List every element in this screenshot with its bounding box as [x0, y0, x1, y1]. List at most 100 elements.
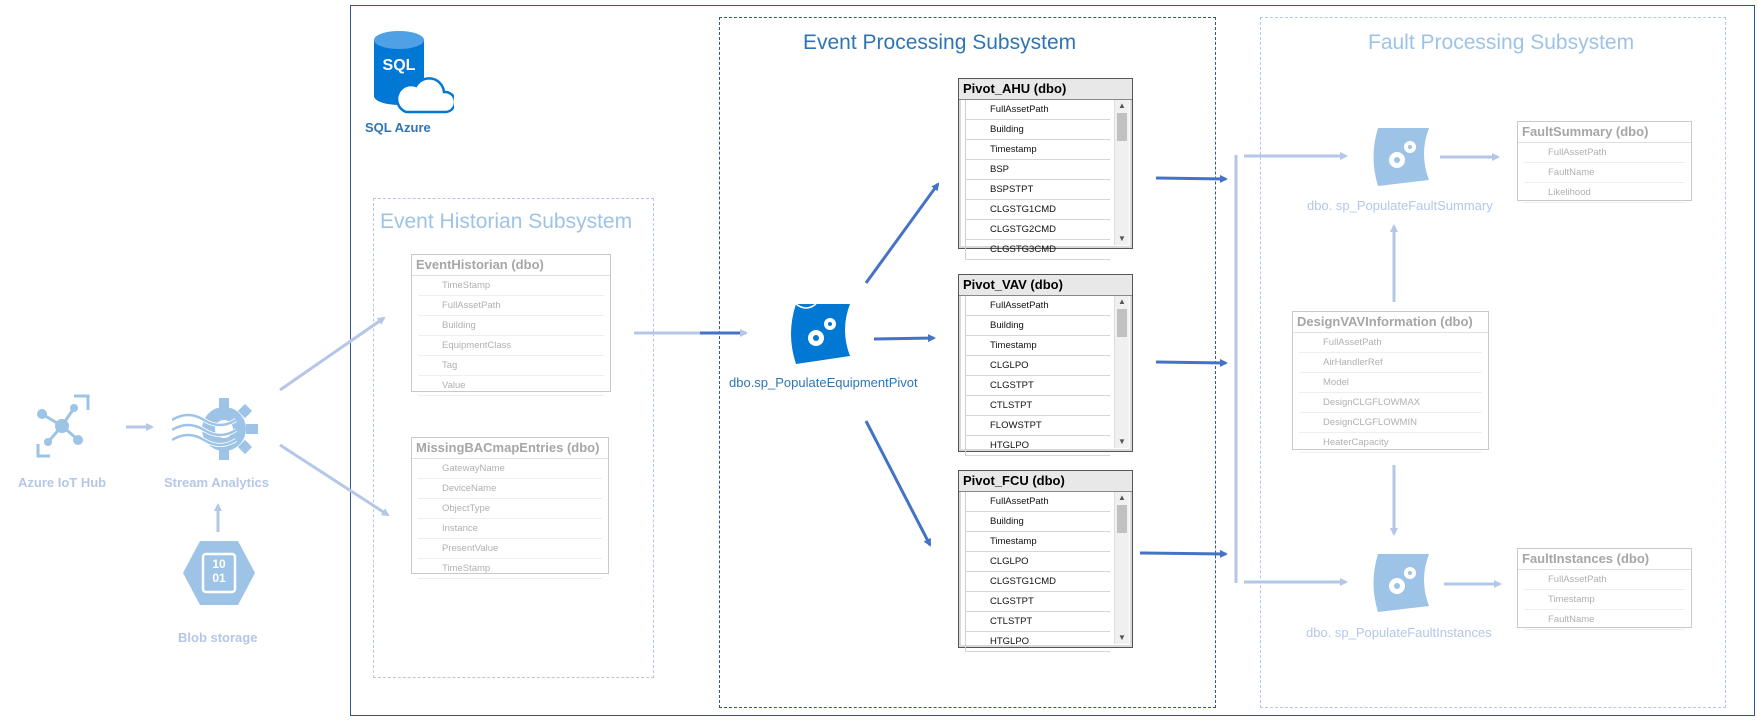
arrow-pivot-to-fcu: [864, 420, 932, 547]
table-column-row: Tag: [418, 356, 604, 376]
table-title: FaultInstances (dbo): [1518, 549, 1691, 570]
arrow-fcu-to-bus: [1139, 549, 1228, 558]
table-column-row: PresentValue: [418, 539, 602, 559]
table-column-row: FullAssetPath: [966, 492, 1110, 512]
table-column-row: FaultName: [1524, 163, 1685, 183]
table-column-row: Building: [966, 316, 1110, 336]
table-column-row: Building: [966, 120, 1110, 140]
arrow-ahu-to-bus: [1155, 174, 1228, 183]
blob-icon-text-1: 10: [212, 557, 226, 571]
table-column-row: FullAssetPath: [418, 296, 604, 316]
arrow-stream-to-missing: [279, 443, 390, 517]
blob-icon-text-2: 01: [212, 571, 226, 585]
table-column-row: CLGLPO: [966, 356, 1110, 376]
table-column-row: AirHandlerRef: [1299, 353, 1482, 373]
table-column-row: Value: [418, 376, 604, 396]
table-column-row: BSPSTPT: [966, 180, 1110, 200]
table-column-row: CLGSTG2CMD: [966, 220, 1110, 240]
stored-procedure-icon: [786, 300, 856, 368]
table-column-row: ObjectType: [418, 499, 602, 519]
scroll-down-icon[interactable]: ▼: [1118, 633, 1126, 642]
blob-storage-icon: 10 01: [182, 540, 256, 606]
arrow-stream-to-historian: [279, 316, 386, 392]
table-title: Pivot_AHU (dbo): [959, 79, 1132, 100]
arrow-vav-to-bus: [1155, 358, 1228, 367]
table-column-row: DeviceName: [418, 479, 602, 499]
table-column-row: HTGLPO: [966, 436, 1110, 456]
table-column-row: Building: [966, 512, 1110, 532]
table-column-row: FaultName: [1524, 610, 1685, 630]
table-column-row: FullAssetPath: [966, 100, 1110, 120]
fault-processing-title: Fault Processing Subsystem: [1368, 31, 1635, 54]
table-column-row: Instance: [418, 519, 602, 539]
table-column-row: FullAssetPath: [1524, 570, 1685, 590]
stored-procedure-icon: [1369, 124, 1433, 190]
table-scrollbar[interactable]: ▲▼: [1114, 492, 1129, 644]
table-column-row: FullAssetPath: [1299, 333, 1482, 353]
table-column-row: FLOWSTPT: [966, 416, 1110, 436]
table-title: MissingBACmapEntries (dbo): [412, 438, 608, 459]
table-title: EventHistorian (dbo): [412, 255, 610, 276]
table-column-row: CLGSTPT: [966, 592, 1110, 612]
table-column-row: TimeStamp: [418, 559, 602, 579]
table-title: DesignVAVInformation (dbo): [1293, 312, 1488, 333]
stored-procedure-icon: [1369, 550, 1433, 616]
scroll-down-icon[interactable]: ▼: [1118, 437, 1126, 446]
table-column-row: HTGLPO: [966, 632, 1110, 652]
iot-hub-icon: [30, 394, 100, 458]
table-column-row: Building: [418, 316, 604, 336]
scroll-down-icon[interactable]: ▼: [1118, 234, 1126, 243]
arrow-pivot-to-vav: [873, 334, 936, 343]
table-column-row: CTLSTPT: [966, 396, 1110, 416]
scroll-thumb[interactable]: [1117, 309, 1127, 337]
sp-populate-equipment-pivot-label: dbo.sp_PopulateEquipmentPivot: [729, 375, 918, 390]
event-historian-subsystem-frame: [373, 198, 654, 678]
table-column-row: DesignCLGFLOWMIN: [1299, 413, 1482, 433]
table-column-row: FullAssetPath: [966, 296, 1110, 316]
table-column-row: Timestamp: [966, 336, 1110, 356]
scroll-up-icon[interactable]: ▲: [1118, 493, 1126, 502]
table-column-row: CLGSTPT: [966, 376, 1110, 396]
table-title: FaultSummary (dbo): [1518, 122, 1691, 143]
table-column-row: Model: [1299, 373, 1482, 393]
sp-populate-fault-instances-label: dbo. sp_PopulateFaultInstances: [1306, 625, 1492, 640]
table-column-row: GatewayName: [418, 459, 602, 479]
table-column-row: Timestamp: [966, 140, 1110, 160]
stream-analytics-label: Stream Analytics: [164, 475, 270, 490]
table-column-row: CLGSTG3CMD: [966, 240, 1110, 260]
table-column-row: TimeStamp: [418, 276, 604, 296]
table-column-row: CLGSTG1CMD: [966, 200, 1110, 220]
table-scrollbar[interactable]: ▲▼: [1114, 100, 1129, 245]
table-column-row: DesignCLGFLOWMAX: [1299, 393, 1482, 413]
table-column-row: Likelihood: [1524, 183, 1685, 203]
table-title: Pivot_VAV (dbo): [959, 275, 1132, 296]
scroll-thumb[interactable]: [1117, 113, 1127, 141]
table-column-row: FullAssetPath: [1524, 143, 1685, 163]
sql-azure-boundary: [350, 5, 1755, 716]
fault-processing-subsystem-frame: [1260, 17, 1726, 708]
table-column-row: BSP: [966, 160, 1110, 180]
table-column-row: CLGLPO: [966, 552, 1110, 572]
sp-populate-fault-summary-label: dbo. sp_PopulateFaultSummary: [1307, 198, 1493, 213]
scroll-up-icon[interactable]: ▲: [1118, 297, 1126, 306]
table-column-row: CLGSTG1CMD: [966, 572, 1110, 592]
table-column-row: EquipmentClass: [418, 336, 604, 356]
table-title: Pivot_FCU (dbo): [959, 471, 1132, 492]
table-scrollbar[interactable]: ▲▼: [1114, 296, 1129, 448]
scroll-thumb[interactable]: [1117, 505, 1127, 533]
scroll-up-icon[interactable]: ▲: [1118, 101, 1126, 110]
arrow-pivot-to-ahu: [864, 182, 940, 284]
